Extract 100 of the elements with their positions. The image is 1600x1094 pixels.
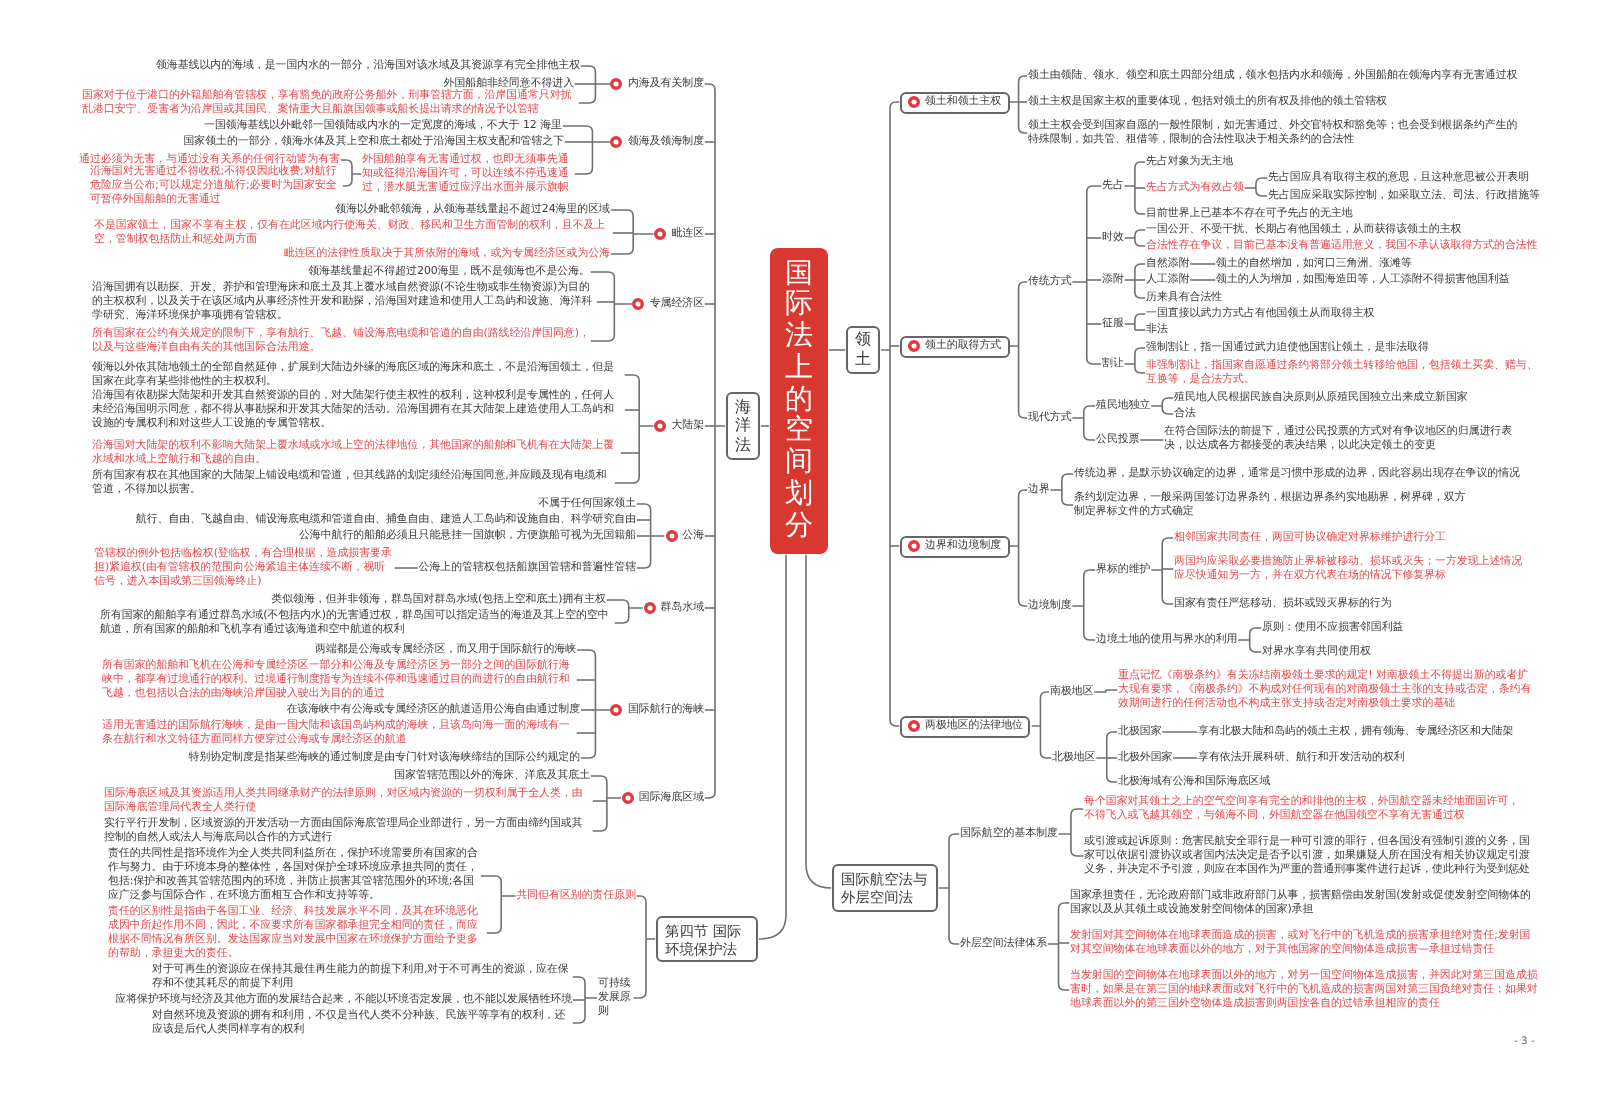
connector-line [1105,731,1118,739]
connector-line [580,65,597,73]
connector-line [1085,185,1102,193]
connector-line [1134,347,1146,355]
connector-line [704,83,716,91]
connector-line [1161,568,1174,570]
connector-line [1161,407,1174,415]
connector-line [1255,189,1268,197]
connector-line [1057,983,1070,991]
connector-line [572,976,586,984]
connector-line [564,141,594,143]
connector-line [1009,81,1020,128]
connector-line [340,159,353,167]
connector-line [938,839,950,939]
connector-line [948,937,960,945]
connector-line [612,232,634,234]
connector-line [614,476,640,484]
connector-line [1071,411,1085,435]
connector-line [1105,757,1118,759]
connector-line [1237,633,1251,647]
connector-line [1189,279,1216,281]
connector-line [1134,291,1146,299]
connector-line [486,926,502,934]
connector-line [572,999,586,1001]
connector-line [351,165,362,181]
connector-line [342,179,353,187]
topic-box [900,335,1010,357]
topic-box: 领土 [846,326,880,374]
topic-box [900,91,1010,113]
connector-line [1123,269,1136,293]
connector-line [760,425,770,427]
connector-line [1057,902,1070,910]
connector-line [704,709,716,711]
connector-line [636,561,652,569]
connector-line [1085,279,1102,281]
connector-line [1070,849,1084,857]
connector-line [1057,942,1070,944]
connector-line [592,800,608,802]
root-box: 国际法上的空间划分 [770,248,828,554]
connector-line [1085,357,1102,365]
connector-line [590,775,608,783]
connector-line [1071,575,1085,635]
connector-line [636,519,652,521]
topic-box [900,715,1031,737]
connector-line [889,101,900,109]
connector-line [880,107,891,721]
connector-line [480,875,502,883]
connector-line [500,881,517,928]
connector-line [636,535,652,537]
connector-line [606,781,622,826]
connector-line [704,791,716,799]
connector-line [578,96,597,104]
connector-line [614,616,630,624]
connector-line [1093,689,1118,693]
connector-line [1085,323,1102,325]
connector-line [1161,597,1174,605]
connector-line [1017,126,1028,134]
connector-line [1134,366,1146,374]
connector-line [1134,313,1146,321]
connector-line [590,271,616,279]
connector-line [645,901,656,993]
connector-line [1105,775,1118,783]
connector-line [1085,237,1102,239]
connector-line [580,751,597,759]
connector-line [1017,489,1028,497]
connector-line [632,215,655,249]
connector-line [889,545,900,547]
connector-line [1161,537,1174,545]
connector-line [1134,187,1146,189]
connector-line [704,233,716,235]
connector-line [1161,731,1198,733]
connector-line [805,554,832,889]
connector-line [1134,161,1146,169]
connector-line [1057,814,1072,851]
connector-line [1150,403,1163,409]
connector-line [1150,543,1163,599]
connector-line [633,991,647,999]
connector-line [638,380,655,478]
connector-line [1123,235,1136,241]
connector-line [704,141,716,143]
connector-line [1134,229,1146,237]
connector-line [1017,281,1028,289]
connector-line [1123,353,1136,368]
connector-line [576,679,597,681]
connector-line [576,649,597,657]
connector-line [889,719,900,727]
connector-line [1134,207,1146,215]
connector-line [1134,263,1146,271]
connector-line [627,605,644,618]
connector-line [574,83,597,85]
connector-line [584,982,598,1018]
connector-line [1017,75,1028,83]
connector-line [636,895,647,903]
connector-line [1061,498,1074,506]
connector-line [889,345,900,347]
connector-line [624,374,640,382]
topic-box [900,535,1010,557]
connector-line [562,125,594,133]
connector-line [1123,167,1136,209]
connector-line [1255,177,1268,185]
